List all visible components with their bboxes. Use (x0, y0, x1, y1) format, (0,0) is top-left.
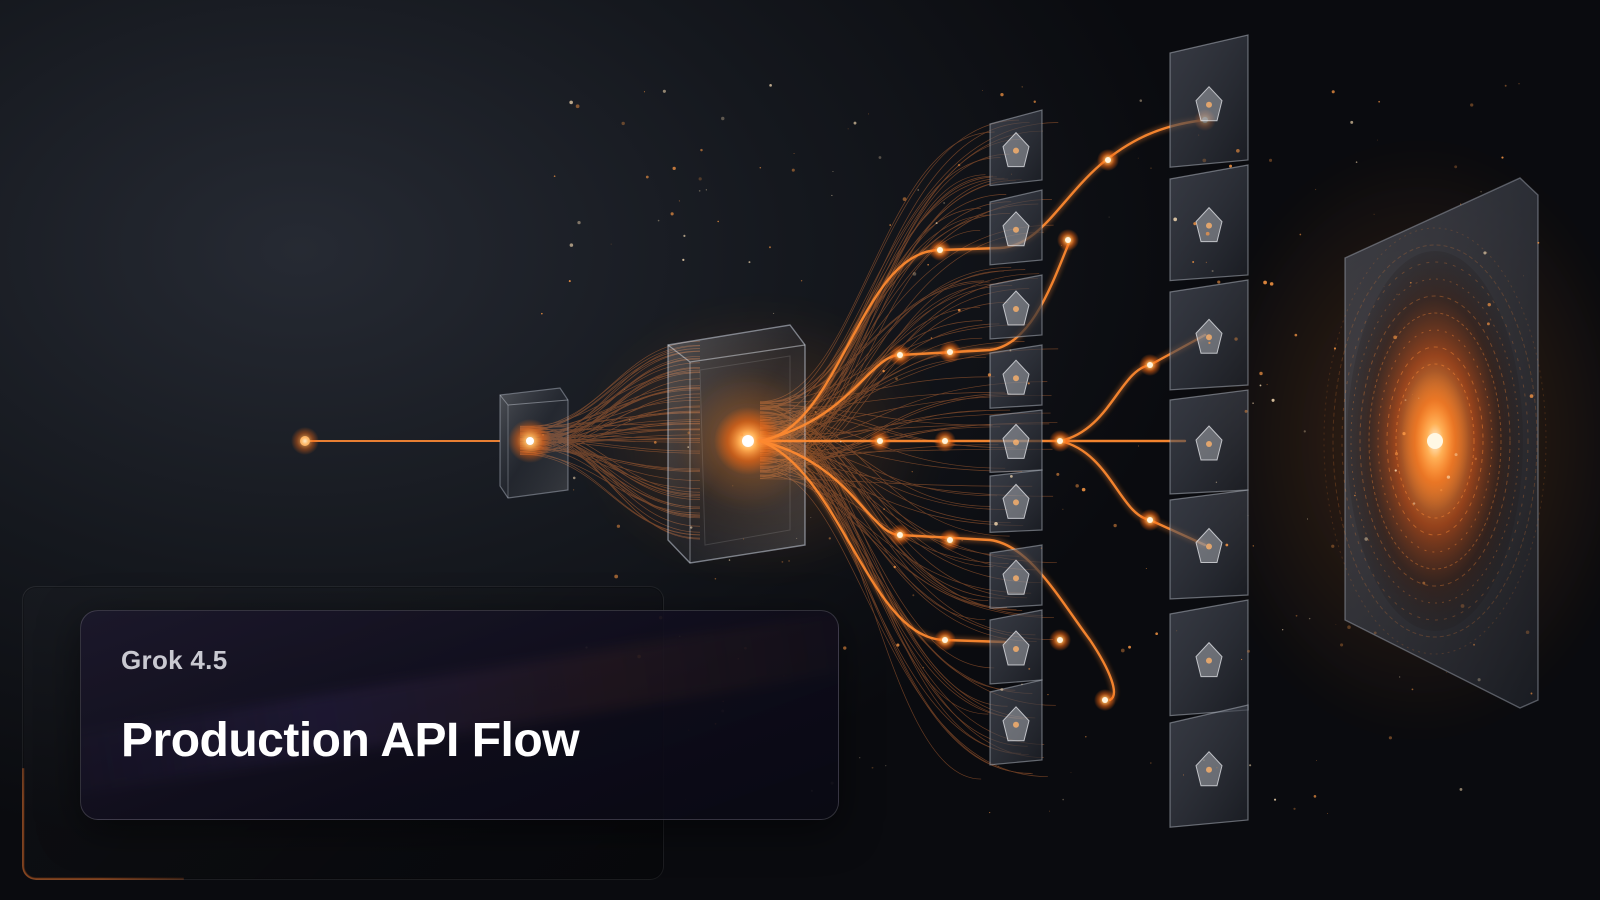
glass-crystal-panel-icon (989, 109, 1043, 187)
glass-crystal-panel-icon (1169, 599, 1249, 717)
glass-crystal-panel-icon (989, 409, 1043, 474)
glass-crystal-panel-icon (1169, 279, 1249, 391)
glass-crystal-panel-icon (989, 344, 1043, 409)
page-title: Production API Flow (121, 714, 580, 767)
glass-crystal-panel-icon (989, 679, 1043, 766)
glass-crystal-panel-icon (1169, 389, 1249, 495)
glass-crystal-panel-icon (1169, 164, 1249, 282)
title-card: Grok 4.5 Production API Flow (80, 610, 839, 820)
processor-block-icon (667, 324, 818, 564)
glass-crystal-panel-icon (1169, 704, 1249, 828)
glass-crystal-panel-icon (989, 609, 1043, 685)
glass-crystal-panel-icon (989, 189, 1043, 266)
glass-crystal-panel-icon (989, 469, 1043, 534)
glass-crystal-panel-icon (1169, 34, 1249, 168)
glass-crystal-panel-icon (989, 544, 1043, 609)
encoder-cube-icon (499, 387, 569, 499)
output-core-disc-icon (1323, 177, 1547, 709)
model-name-label: Grok 4.5 (121, 645, 228, 675)
glass-crystal-panel-icon (1169, 489, 1249, 600)
glass-crystal-panel-icon (989, 274, 1043, 340)
